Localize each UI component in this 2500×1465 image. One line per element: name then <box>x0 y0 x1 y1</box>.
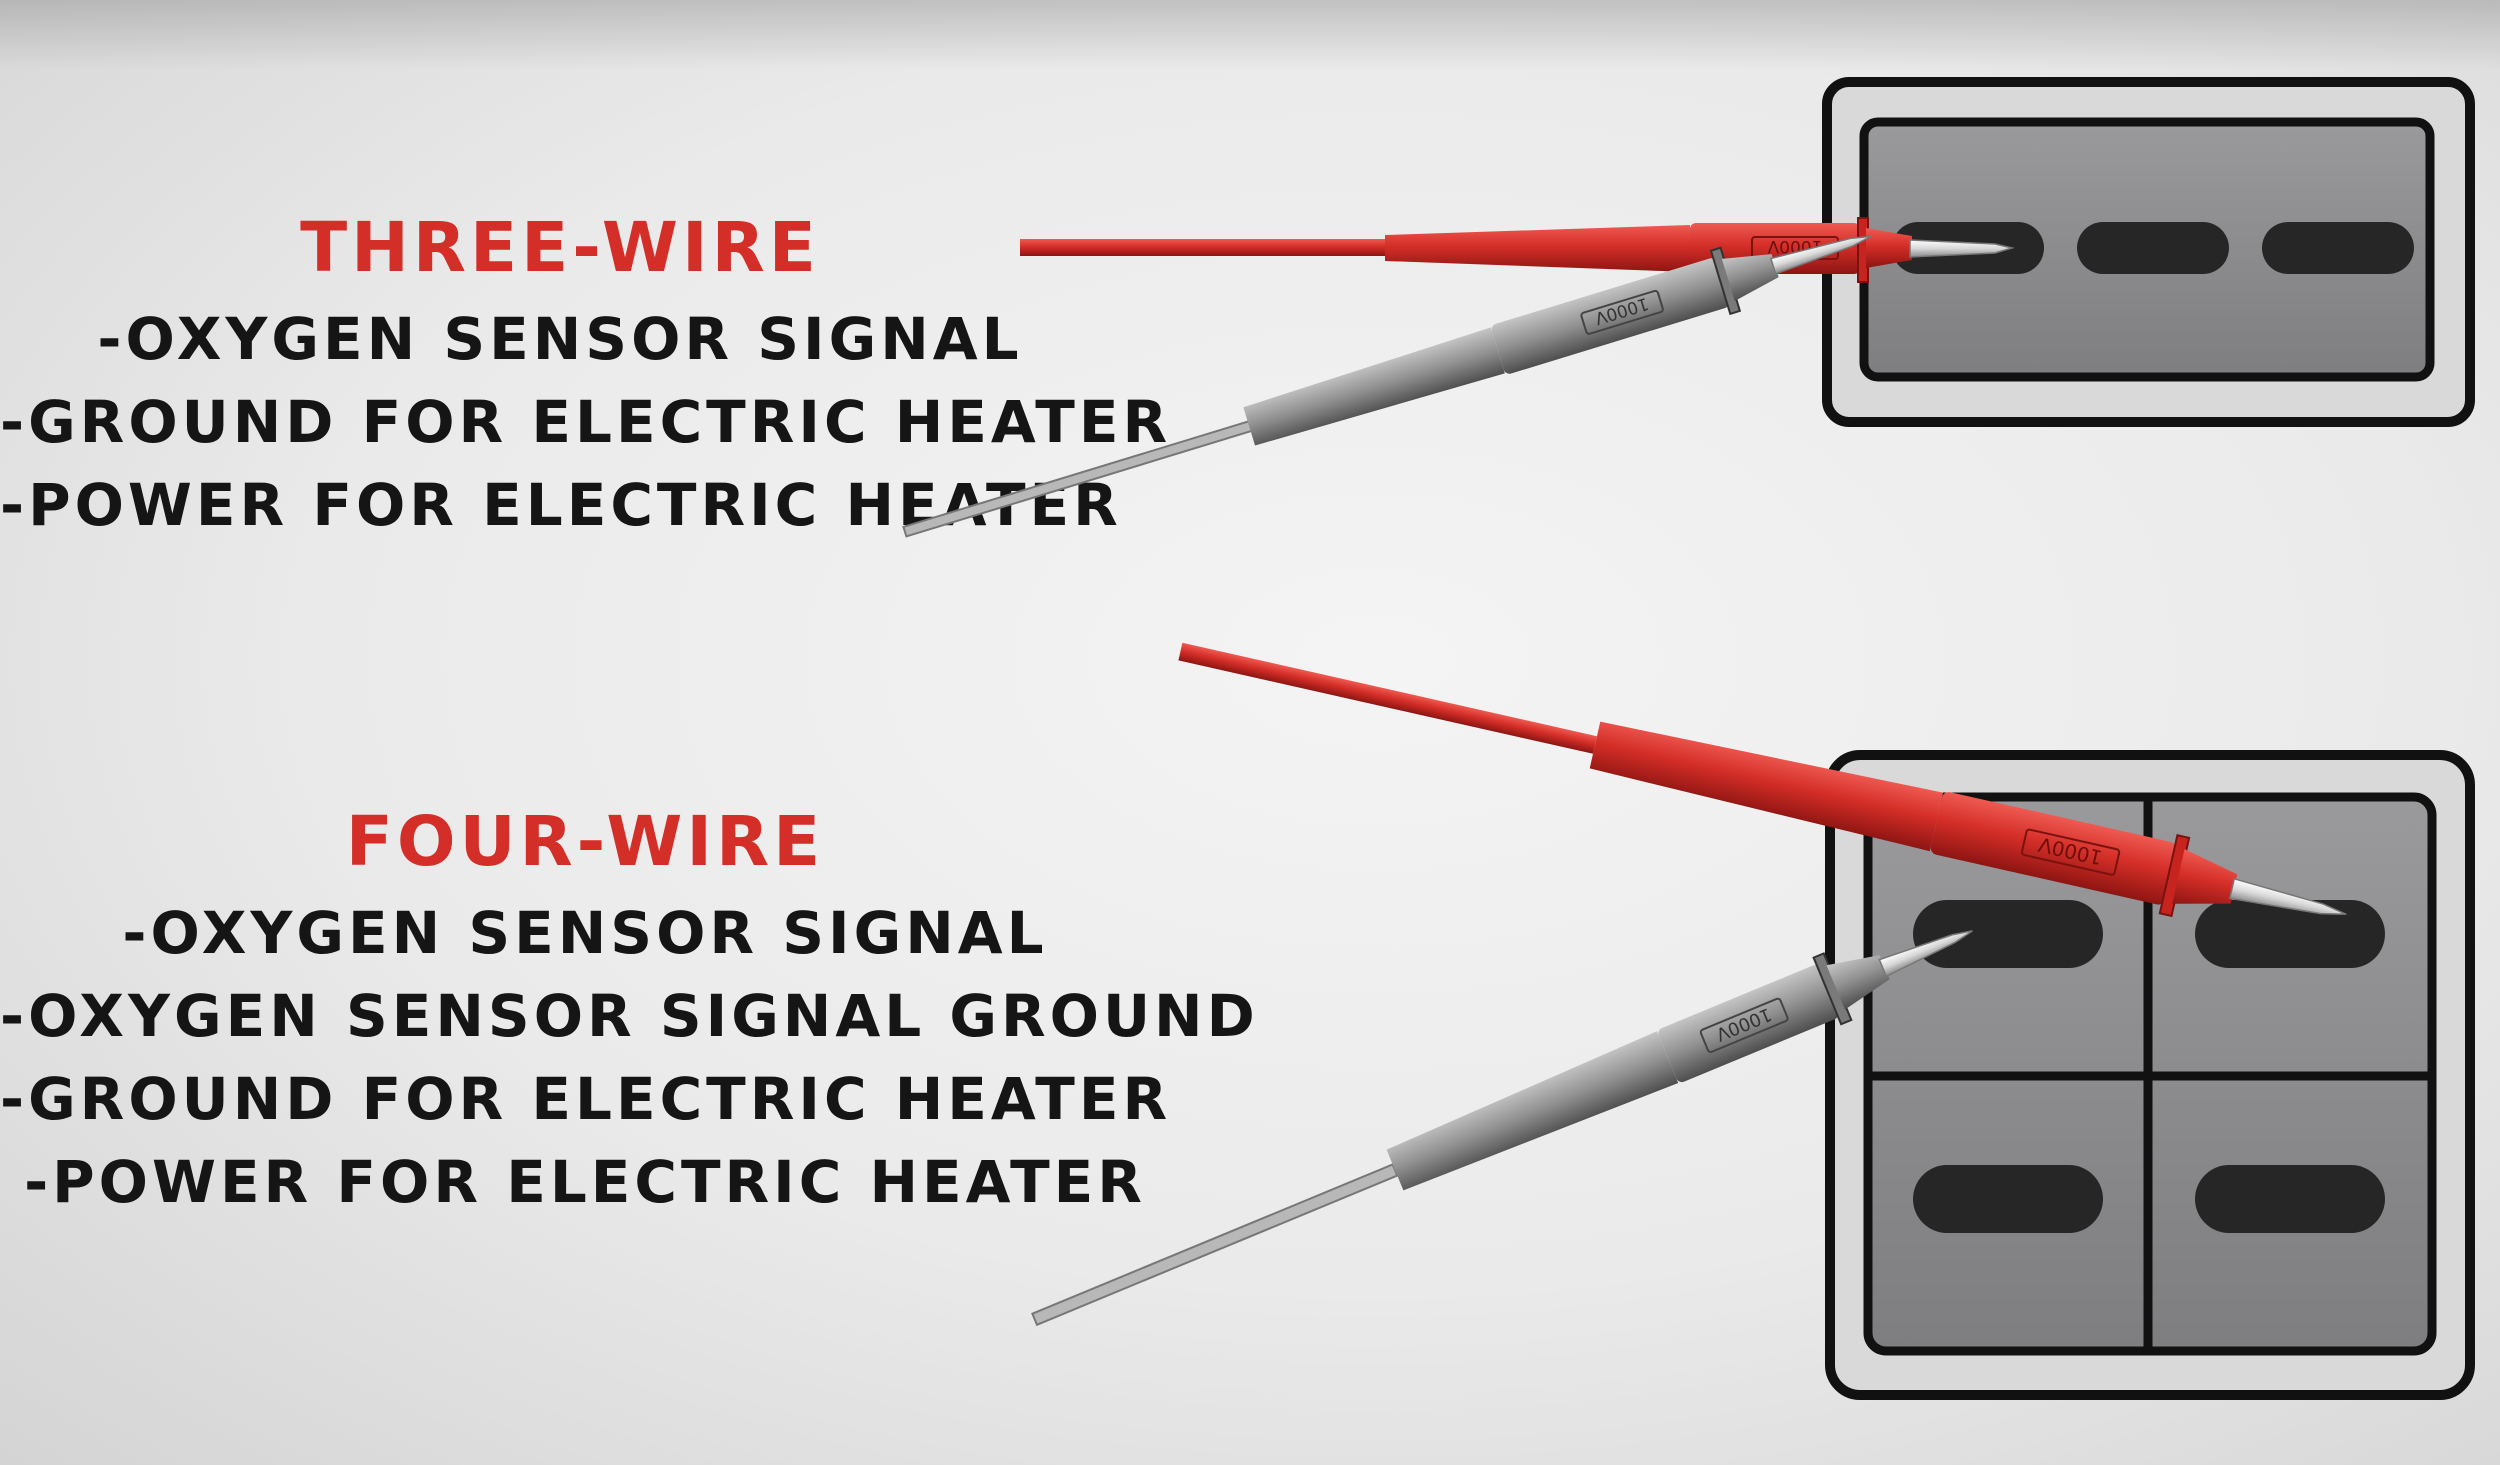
four-wire-pin-slot-3 <box>1913 1165 2103 1233</box>
red-probe-handle <box>1385 225 1690 272</box>
three-wire-pin-slot-3 <box>2262 222 2414 274</box>
red-probe-nose <box>2172 849 2238 904</box>
four-wire-red-probe: 1000V <box>1178 642 2347 918</box>
four-wire-item-heater-power: -POWER FOR ELECTRIC HEATER <box>24 1148 1146 1216</box>
gray-probe-nose <box>1826 955 1890 1010</box>
gray-probe-handle <box>1386 1031 1679 1191</box>
red-probe-tip <box>2228 877 2347 916</box>
gray-probe-label-box <box>1699 997 1789 1053</box>
gray-lead-wire <box>1031 1163 1399 1327</box>
three-wire-item-signal: -OXYGEN SENSOR SIGNAL <box>97 305 1023 373</box>
four-wire-item-signal: -OXYGEN SENSOR SIGNAL <box>122 899 1048 967</box>
red-lead-wire <box>1020 239 1385 256</box>
gray-probe-label-box <box>1580 289 1664 335</box>
three-wire-gray-probe: 1000V <box>902 235 1872 538</box>
three-wire-heading: THREE-WIRE <box>300 208 820 288</box>
three-wire-item-heater-ground: -GROUND FOR ELECTRIC HEATER <box>0 388 1172 456</box>
four-wire-pin-slot-4 <box>2195 1165 2385 1233</box>
three-wire-section: THREE-WIRE -OXYGEN SENSOR SIGNAL -GROUND… <box>0 206 1172 547</box>
gray-probe-handle <box>1243 327 1505 446</box>
four-wire-heading: FOUR-WIRE <box>345 802 825 882</box>
red-probe-nose <box>1866 228 1912 268</box>
red-lead-wire <box>1178 642 1597 754</box>
red-probe-label-box <box>2020 828 2121 876</box>
gray-lead-wire <box>902 419 1255 538</box>
four-wire-item-heater-ground: -GROUND FOR ELECTRIC HEATER <box>0 1065 1172 1133</box>
four-wire-section: FOUR-WIRE -OXYGEN SENSOR SIGNAL -OXYGEN … <box>0 800 1259 1224</box>
red-probe-grip <box>1930 792 2177 905</box>
three-wire-pin-slot-2 <box>2077 222 2229 274</box>
gray-probe-tip <box>1769 235 1872 275</box>
red-probe-guard <box>1857 217 1869 283</box>
three-wire-red-probe: 1000V <box>1020 217 2015 283</box>
three-wire-connector <box>1822 77 2475 427</box>
gray-probe-tip <box>1878 930 1973 978</box>
four-wire-pin-slot-1 <box>1913 900 2103 968</box>
gray-probe-grip <box>1658 965 1839 1083</box>
gray-probe-nose <box>1721 254 1779 301</box>
four-wire-item-signal-ground: -OXYGEN SENSOR SIGNAL GROUND <box>0 982 1259 1050</box>
red-probe-tip <box>1909 239 2015 258</box>
red-probe-handle <box>1589 721 1944 852</box>
four-wire-pin-slot-2 <box>2195 900 2385 968</box>
top-vignette <box>0 0 2500 70</box>
four-wire-connector <box>1825 750 2475 1400</box>
four-wire-gray-probe: 1000V <box>1031 930 1973 1327</box>
gray-probe-grip <box>1491 258 1729 374</box>
